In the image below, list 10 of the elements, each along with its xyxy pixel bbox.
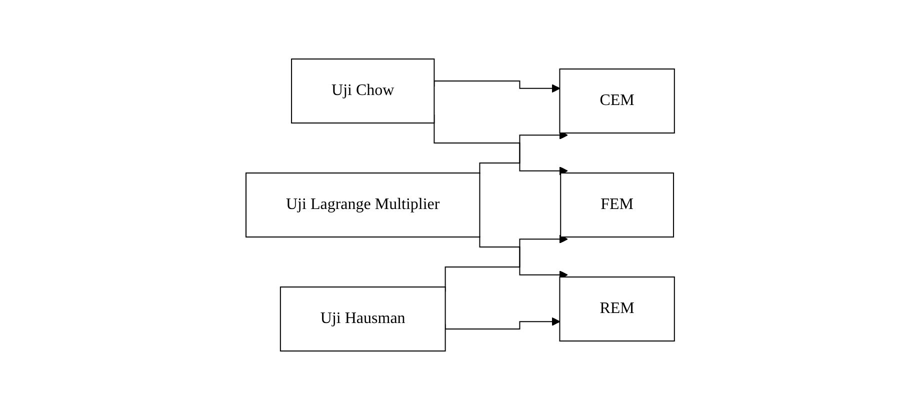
node-box: FEM [560,172,674,238]
arrow [434,80,561,93]
arrow [480,236,568,280]
node-box: Uji Lagrange Multiplier [246,172,481,238]
arrow [480,130,568,174]
node-box: CEM [560,68,676,134]
node-box: REM [560,276,676,342]
arrow [445,317,561,330]
node-box: Uji Chow [291,58,435,124]
node-box: Uji Hausman [280,286,446,352]
